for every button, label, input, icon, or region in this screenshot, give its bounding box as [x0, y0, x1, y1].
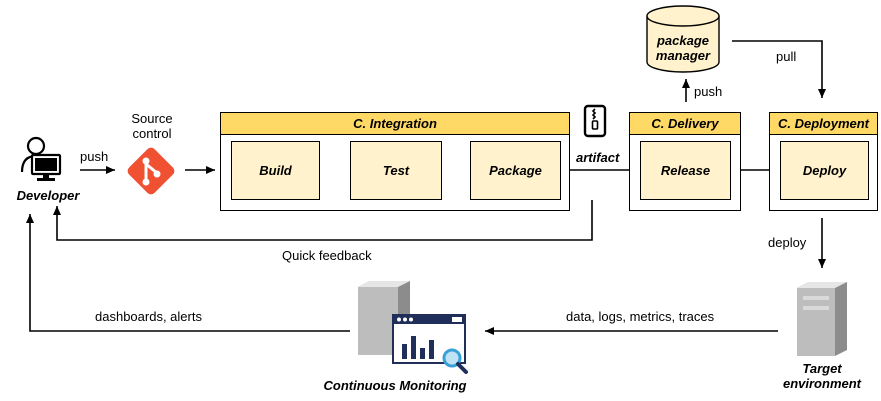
release-step: Release: [640, 141, 731, 200]
cd-stage-title: C. Delivery: [630, 113, 740, 135]
edge-package-manager-to-deployment: [732, 40, 826, 98]
continuous-monitoring-label: Continuous Monitoring: [323, 378, 467, 393]
target-environment-label: Target environment: [782, 361, 861, 391]
user-icon: [20, 136, 62, 181]
developer-label: Developer: [16, 188, 80, 203]
test-step: Test: [350, 141, 442, 200]
edge-quick-feedback: [53, 200, 593, 241]
package-step: Package: [470, 141, 561, 200]
database-icon: [646, 5, 720, 73]
monitoring-icon: [392, 314, 468, 374]
server-icon: [797, 282, 847, 356]
deploy-step: Deploy: [780, 141, 869, 200]
artifact-label: artifact: [576, 150, 620, 165]
edge-monitoring-to-developer: [26, 214, 350, 332]
ci-stage-title: C. Integration: [221, 113, 569, 135]
push-package-label: push: [694, 84, 723, 99]
telemetry-label: data, logs, metrics, traces: [566, 309, 715, 324]
pull-label: pull: [776, 49, 797, 64]
zip-file-icon: [583, 104, 607, 138]
deploy-label: deploy: [768, 235, 807, 250]
quick-feedback-label: Quick feedback: [282, 248, 372, 263]
source-control-label: Source control: [131, 111, 173, 141]
package-manager-label: package manager: [655, 33, 711, 63]
git-icon: [127, 147, 175, 195]
build-step: Build: [231, 141, 320, 200]
deployment-stage-title: C. Deployment: [770, 113, 877, 135]
dashboards-alerts-label: dashboards, alerts: [95, 309, 202, 324]
push-label: push: [80, 149, 109, 164]
